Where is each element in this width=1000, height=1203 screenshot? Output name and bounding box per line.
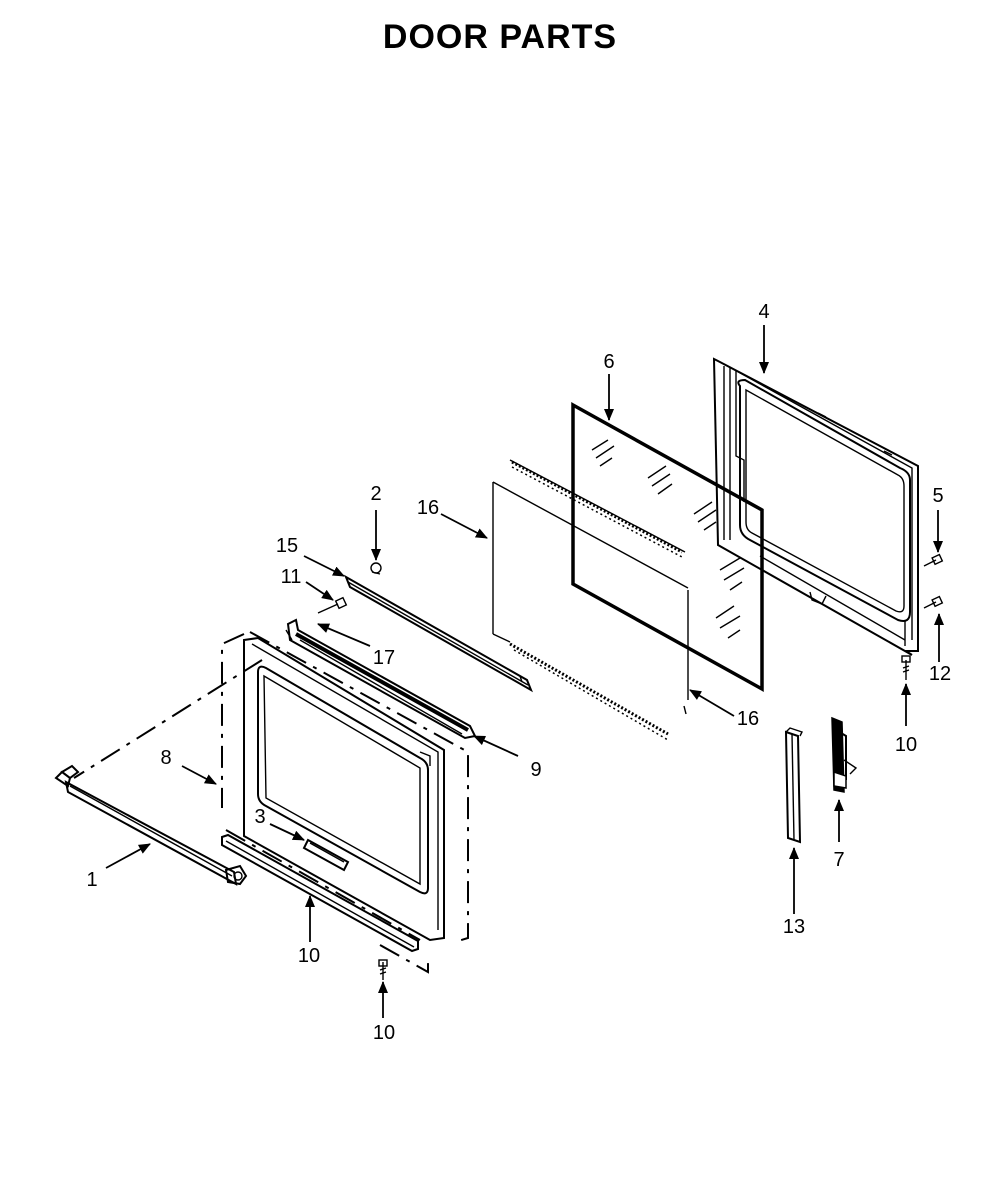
callout-6: 6 [603, 351, 614, 373]
callout-2: 2 [370, 483, 381, 505]
callout-11: 10 [298, 945, 320, 967]
page-title: DOOR PARTS [382, 18, 618, 56]
screw-13 [317, 596, 348, 614]
door-bottom-trim [221, 833, 429, 974]
glass-retainer-strip [344, 574, 533, 693]
callout-10-bottom: 10 [373, 1022, 395, 1044]
outer-door-panel [73, 631, 469, 943]
hinge-receiver [784, 727, 803, 844]
callout-9: 9 [530, 759, 541, 781]
inner-door-frame [712, 357, 919, 656]
middle-glass-panel [492, 459, 689, 741]
callout-10-right: 10 [895, 734, 917, 756]
screw-5 [923, 553, 944, 567]
door-bumper [370, 562, 382, 575]
door-badge [302, 838, 350, 872]
callout-15: 15 [276, 535, 298, 557]
callout-16-bottom: 16 [737, 708, 759, 730]
callout-16-top: 16 [417, 497, 439, 519]
callout-7: 7 [833, 849, 844, 871]
callout-13: 11 [281, 566, 302, 588]
callout-4: 4 [758, 301, 769, 323]
screw-10-bottom [378, 959, 388, 980]
callout-8: 8 [160, 747, 171, 769]
callout-3: 3 [254, 806, 265, 828]
callout-14: 13 [783, 916, 805, 938]
door-handle [54, 764, 248, 886]
callout-17: 17 [373, 647, 395, 669]
leader-arrows [105, 325, 944, 1018]
screw-10-right [901, 655, 911, 680]
screw-12 [923, 595, 944, 609]
callout-5: 5 [932, 485, 943, 507]
vent-bracket-bar [285, 618, 477, 740]
callout-1: 1 [86, 869, 97, 891]
door-hinge [831, 716, 858, 793]
inner-glass-panel [571, 402, 764, 692]
callout-12: 12 [929, 663, 951, 685]
